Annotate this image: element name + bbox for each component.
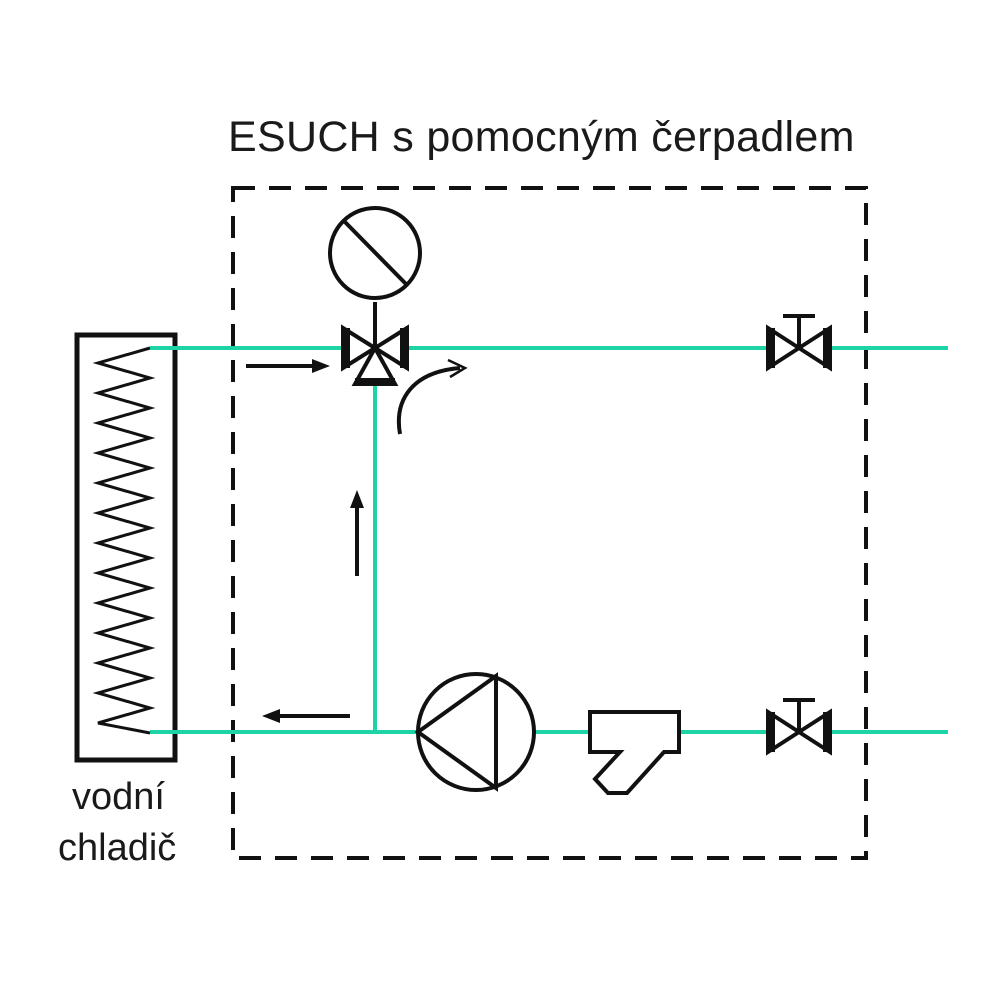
shutoff-valve-icon [766, 698, 832, 756]
module-title: ESUCH s pomocným čerpadlem [228, 113, 855, 161]
flow-arrows [246, 358, 468, 723]
cooler-label-line1: vodní [72, 776, 165, 818]
circulation-pump-icon [414, 672, 536, 792]
valve-actuator-icon [328, 206, 422, 300]
water-cooler-coil-icon [74, 332, 178, 763]
module-boundary-dashed [231, 186, 868, 860]
pipes [150, 346, 948, 734]
y-strainer-icon [588, 710, 681, 795]
curved-arrow-icon [396, 358, 468, 435]
arrow-left-icon [262, 709, 350, 723]
shutoff-valve-icon [766, 314, 832, 372]
arrow-right-icon [246, 359, 330, 373]
arrow-up-icon [350, 490, 364, 576]
three-way-valve-icon [341, 302, 409, 386]
cooler-label-line2: chladič [58, 827, 177, 869]
